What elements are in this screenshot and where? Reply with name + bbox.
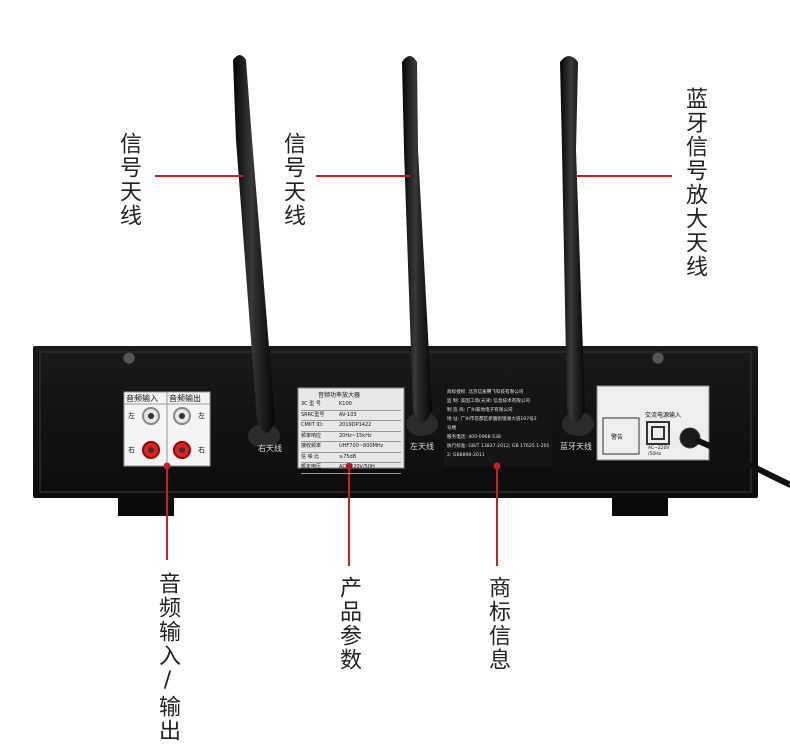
brand-line: 商标授权: 北京信振腾飞科技有限公司 <box>447 390 524 395</box>
spec-row: 额定电压 AC~220V/50H <box>301 463 401 474</box>
right-foot <box>612 496 668 516</box>
brand-label-lines: 商标授权: 北京信振腾飞科技有限公司监 制: 美国工场(天津) 信息技术有限公司… <box>447 388 553 460</box>
power-socket[interactable] <box>679 427 701 449</box>
spec-row-key: 频率响应 <box>301 432 322 439</box>
spec-row-key: CMIIT ID: <box>301 422 324 428</box>
power-label-title: 交流电源输入 <box>645 412 682 419</box>
spec-row: SRRC型号 AV-103 <box>301 411 401 421</box>
spec-label-title: 音频功率放大器 <box>318 392 361 399</box>
spec-row-key: SRRC型号 <box>301 411 325 418</box>
spec-row-value: 20Hz~15kHz <box>339 432 372 439</box>
spec-row-value: AC~220V/50H <box>339 464 375 470</box>
brand-line: 地 址: 广州市花都区新雅街镜湖大道197号2 <box>447 417 537 422</box>
screw-icon <box>651 351 665 365</box>
spec-row-key: 接收频率 <box>301 443 322 449</box>
brand-line: 号楼 <box>447 426 457 431</box>
brand-line: 2; GB8898-2011 <box>447 453 485 458</box>
callout-audio-io: 音频输入/输出 <box>155 572 180 743</box>
spec-row-value: UHF700~800MHz <box>339 443 384 449</box>
spec-row: CMIIT ID: 2019DP1422 <box>301 421 401 432</box>
antenna-left <box>402 56 432 422</box>
spec-row-key: 信 噪 比 <box>301 453 320 460</box>
spec-label <box>297 387 405 469</box>
power-label-warning: 警告 <box>611 434 624 441</box>
channel-right-label: 右 <box>128 446 135 454</box>
spec-row: 频率响应 20Hz~15kHz <box>301 432 401 442</box>
brand-line: 服务电话: 400-0968-538 <box>447 435 501 440</box>
brand-line: 监 制: 美国工场(天津) 信息技术有限公司 <box>447 399 531 404</box>
spec-row-key: 额定电压 <box>301 464 322 470</box>
channel-left-label: 左 <box>128 412 135 420</box>
spec-row-key: 3C 型 号 <box>301 401 321 407</box>
left-foot <box>118 496 174 516</box>
jack-header-input: 音频输入 <box>126 394 158 403</box>
antenna-label-bluetooth: 蓝牙天线 <box>560 442 592 451</box>
antenna-right <box>233 55 275 433</box>
power-cable <box>694 437 790 488</box>
spec-row-value: K100 <box>339 401 352 407</box>
antenna-label-right: 右天线 <box>258 444 282 453</box>
spec-row: 信 噪 比 ≥75dB <box>301 453 401 463</box>
brand-label <box>444 384 552 466</box>
antenna-label-left: 左天线 <box>410 442 434 451</box>
callout-product-params: 产品参数 <box>336 576 361 672</box>
spec-row: 3C 型 号 K100 <box>301 400 401 411</box>
spec-row-value: 2019DP1422 <box>339 422 372 428</box>
screw-icon <box>122 351 136 365</box>
callout-antenna-bluetooth: 蓝牙信号放大天线 <box>682 87 707 279</box>
jack-header-output: 音频输出 <box>169 394 201 403</box>
channel-right-label: 右 <box>198 446 205 454</box>
callout-antenna-1: 信号天线 <box>116 132 141 228</box>
power-label-rating: AC~220V /50Hz <box>648 446 670 457</box>
callout-brand-info: 商标信息 <box>485 576 510 672</box>
spec-row-value: ≥75dB <box>339 453 357 460</box>
callout-antenna-2: 信号天线 <box>280 132 305 228</box>
spec-row: 接收频率 UHF700~800MHz <box>301 442 401 453</box>
channel-left-label: 左 <box>198 412 205 420</box>
spec-row-value: AV-103 <box>339 411 357 418</box>
antenna-bluetooth <box>560 56 585 422</box>
brand-line: 执行标准: GB/T 13837-2012; GB 17625.1-201 <box>447 444 550 449</box>
brand-line: 制 造 商: 广州家地电子有限公司 <box>447 408 513 413</box>
